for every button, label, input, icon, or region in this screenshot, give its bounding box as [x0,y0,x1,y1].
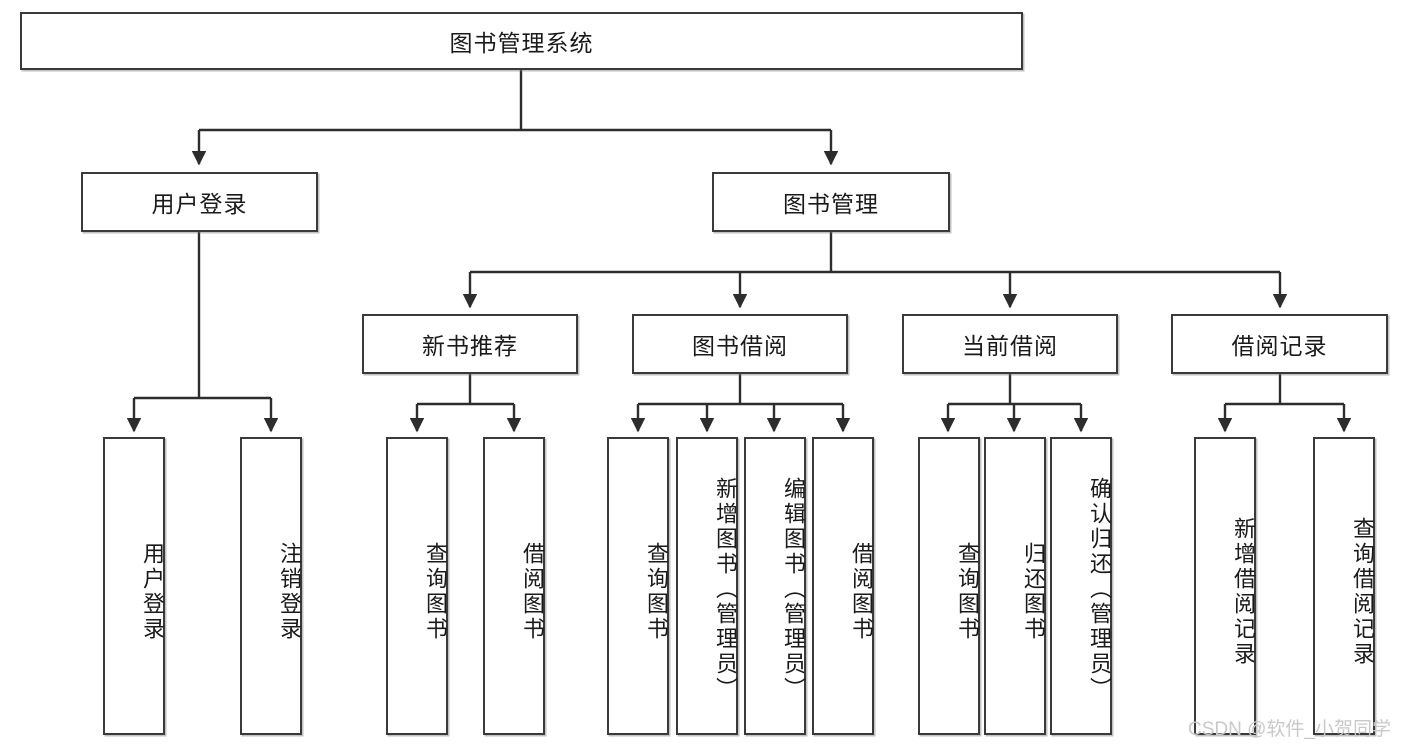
leaf-query-book-1-label: 查询图书 [423,542,448,642]
leaf-return-book[interactable]: 归还图书 [984,437,1046,735]
node-borrow-record-label: 借阅记录 [1231,333,1328,359]
leaf-confirm-return-label: 确认归还（管理员） [1087,476,1112,702]
node-book-borrow-label: 图书借阅 [692,333,788,359]
node-root[interactable]: 图书管理系统 [20,12,1023,70]
leaf-add-record-label: 新增借阅记录 [1231,517,1256,667]
leaf-user-logout[interactable]: 注销登录 [240,437,302,735]
leaf-confirm-return[interactable]: 确认归还（管理员） [1050,437,1112,735]
node-book-borrow[interactable]: 图书借阅 [632,314,848,374]
leaf-query-record-label: 查询借阅记录 [1350,517,1375,667]
leaf-query-book-3[interactable]: 查询图书 [918,437,980,735]
leaf-query-book-2-label: 查询图书 [644,542,669,642]
leaf-user-login[interactable]: 用户登录 [103,437,165,735]
leaf-query-record[interactable]: 查询借阅记录 [1313,437,1375,735]
node-new-book-recommend[interactable]: 新书推荐 [362,314,578,374]
leaf-query-book-3-label: 查询图书 [955,542,980,642]
node-current-borrow-label: 当前借阅 [962,333,1058,359]
leaf-borrow-book-1[interactable]: 借阅图书 [483,437,545,735]
leaf-add-record[interactable]: 新增借阅记录 [1194,437,1256,735]
leaf-borrow-book-2[interactable]: 借阅图书 [812,437,874,735]
node-book-manage[interactable]: 图书管理 [712,172,950,232]
leaf-return-book-label: 归还图书 [1021,542,1046,642]
node-root-label: 图书管理系统 [449,30,594,56]
leaf-query-book-1[interactable]: 查询图书 [386,437,448,735]
leaf-user-login-label: 用户登录 [140,542,165,642]
leaf-user-logout-label: 注销登录 [277,542,302,642]
leaf-query-book-2[interactable]: 查询图书 [607,437,669,735]
node-user-login[interactable]: 用户登录 [81,172,318,232]
node-user-login-label: 用户登录 [151,191,248,217]
csdn-watermark: CSDN @软件_小贺同学 [1188,719,1391,740]
node-borrow-record[interactable]: 借阅记录 [1171,314,1388,374]
leaf-edit-book[interactable]: 编辑图书（管理员） [744,437,806,735]
node-new-book-recommend-label: 新书推荐 [422,333,518,359]
leaf-borrow-book-1-label: 借阅图书 [520,542,545,642]
leaf-add-book[interactable]: 新增图书（管理员） [676,437,738,735]
leaf-edit-book-label: 编辑图书（管理员） [781,476,806,702]
node-book-manage-label: 图书管理 [783,191,879,217]
leaf-borrow-book-2-label: 借阅图书 [849,542,874,642]
node-current-borrow[interactable]: 当前借阅 [902,314,1118,374]
leaf-add-book-label: 新增图书（管理员） [713,476,738,702]
